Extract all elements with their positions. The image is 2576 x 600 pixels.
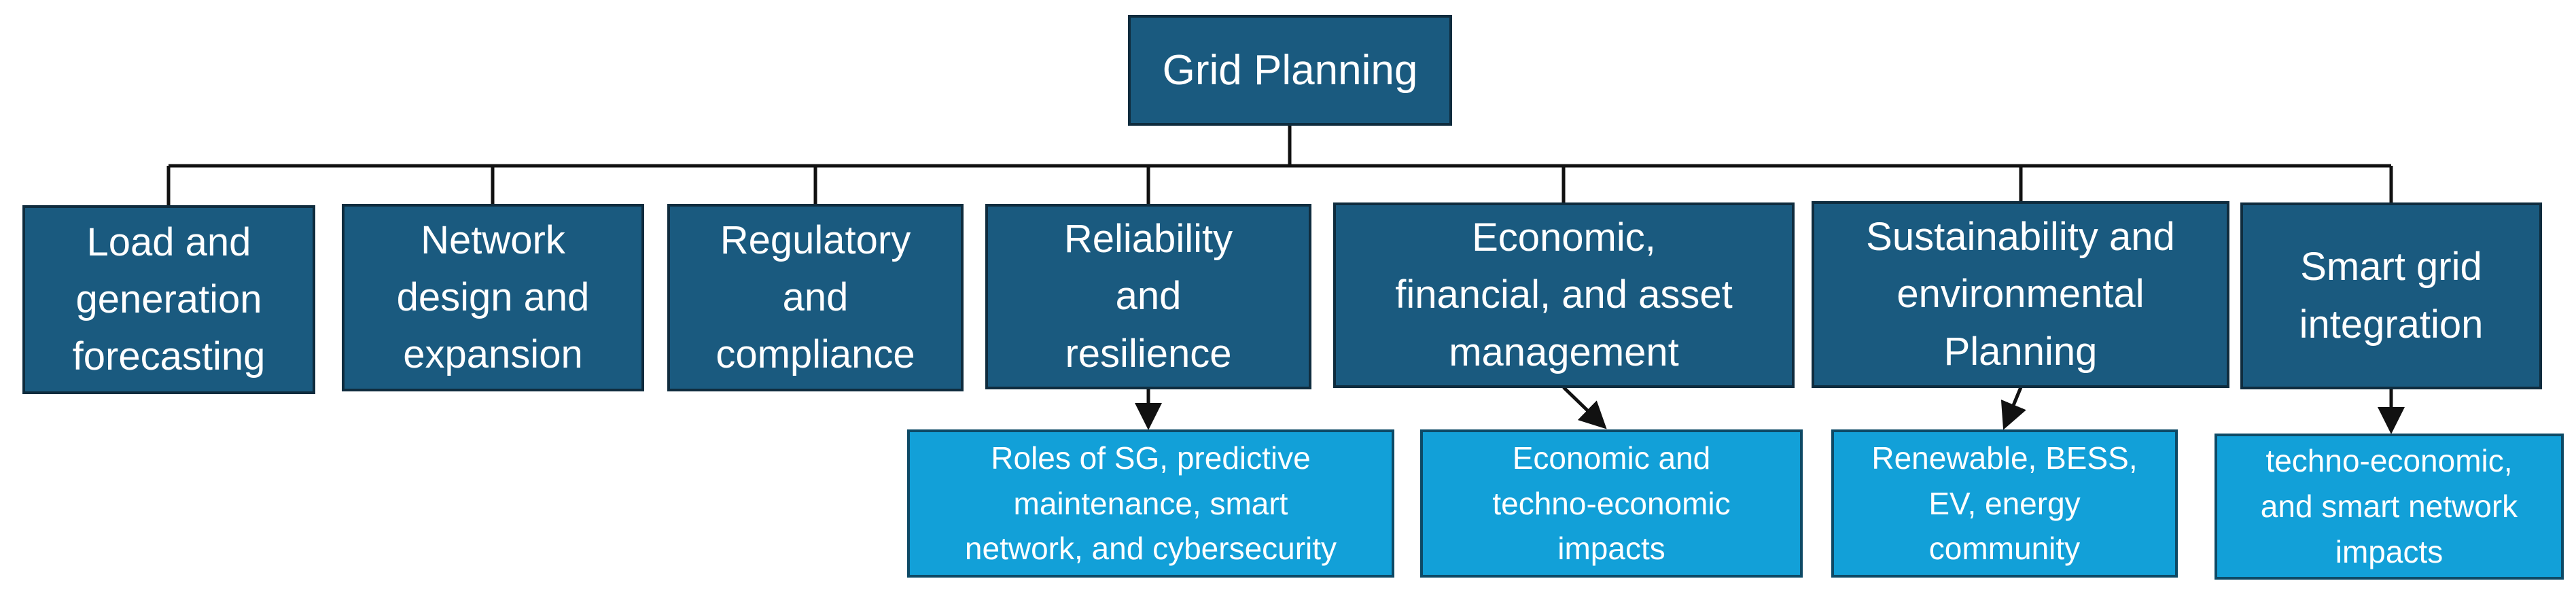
detail-label: Economic and techno-economic impacts — [1492, 440, 1731, 567]
category-smart-grid: Smart grid integration — [2240, 202, 2542, 389]
category-network-design: Network design and expansion — [342, 204, 644, 391]
detail-label: Renewable, BESS, EV, energy community — [1871, 440, 2138, 567]
category-reliability: Reliability and resilience — [985, 204, 1311, 389]
category-economic: Economic, financial, and asset managemen… — [1333, 202, 1795, 388]
root-node-grid-planning: Grid Planning — [1128, 15, 1452, 126]
category-label: Load and generation forecasting — [72, 219, 266, 379]
category-label: Reliability and resilience — [1063, 217, 1233, 376]
arrow-sustainability — [2000, 387, 2026, 430]
detail-label: Roles of SG, predictive maintenance, sma… — [964, 440, 1337, 567]
arrow-economic — [1562, 386, 1607, 429]
detail-reliability: Roles of SG, predictive maintenance, sma… — [907, 429, 1394, 578]
category-label: Network design and expansion — [396, 217, 590, 377]
category-sustainability: Sustainability and environmental Plannin… — [1812, 201, 2229, 388]
category-regulatory: Regulatory and compliance — [667, 204, 964, 391]
detail-label: techno-economic, and smart network impac… — [2260, 443, 2518, 569]
detail-sustainability: Renewable, BESS, EV, energy community — [1831, 429, 2178, 578]
category-load-forecasting: Load and generation forecasting — [22, 205, 315, 394]
root-label: Grid Planning — [1162, 46, 1418, 94]
category-label: Smart grid integration — [2299, 245, 2484, 347]
detail-economic: Economic and techno-economic impacts — [1420, 429, 1803, 578]
category-label: Sustainability and environmental Plannin… — [1866, 215, 2175, 374]
category-label: Economic, financial, and asset managemen… — [1395, 215, 1733, 374]
detail-smart-grid: techno-economic, and smart network impac… — [2215, 434, 2564, 580]
category-label: Regulatory and compliance — [716, 217, 915, 377]
